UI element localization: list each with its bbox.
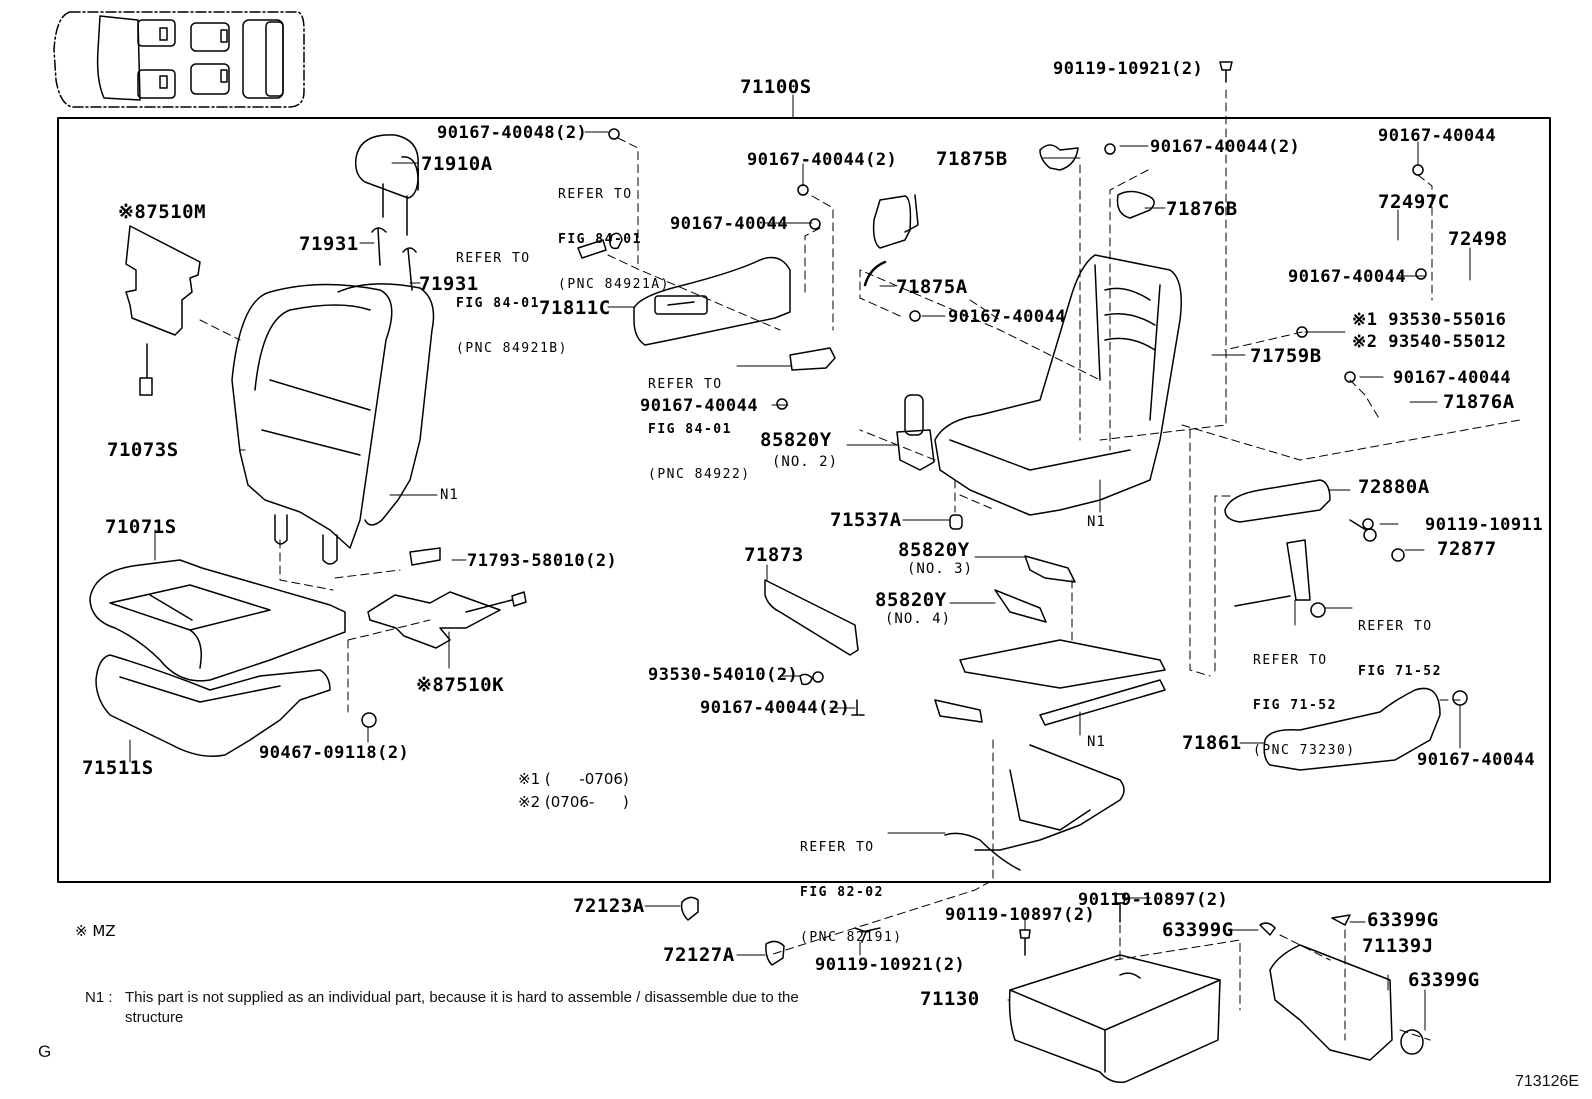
wire-harness-shape	[944, 744, 1125, 871]
part-label[interactable]: 63399G	[1162, 919, 1234, 941]
part-label[interactable]: 71071S	[105, 516, 177, 538]
seat-frame-shape	[934, 254, 1182, 516]
part-label[interactable]: ※87510K	[416, 674, 505, 696]
figure-reference[interactable]: REFER TO FIG 84-01 (PNC 84921B)	[456, 251, 568, 356]
clip-shape	[409, 547, 441, 566]
part-label[interactable]: 90167-40044(2)	[1150, 137, 1301, 157]
assembly-frame	[57, 117, 1551, 883]
part-label[interactable]: 90167-40044(2)	[700, 698, 851, 718]
part-label[interactable]: 72497C	[1378, 191, 1450, 213]
part-label[interactable]: 72498	[1448, 228, 1508, 250]
part-label[interactable]: 72877	[1437, 538, 1497, 560]
armrest-lower-shape	[1263, 687, 1441, 771]
motor-no3-shape	[1024, 555, 1076, 583]
leader-lines	[129, 131, 1471, 1031]
switch-shape	[872, 195, 912, 249]
part-label[interactable]: 71139J	[1362, 935, 1434, 957]
motor-no4-shape	[994, 589, 1047, 623]
part-label[interactable]: 71759B	[1250, 345, 1322, 367]
part-label[interactable]: 90119-10911	[1425, 515, 1544, 535]
vehicle-locator-icon	[53, 11, 305, 108]
part-label[interactable]: 71875B	[936, 148, 1008, 170]
lower-cover-shape	[764, 579, 859, 656]
part-label[interactable]: 71861	[1182, 732, 1242, 754]
figure-reference[interactable]: REFER TO FIG 84-01 (PNC 84921A)	[558, 187, 670, 292]
part-label[interactable]: 71793-58010(2)	[467, 551, 618, 571]
part-label[interactable]: 72123A	[573, 895, 645, 917]
armrest-upper-shape	[1224, 479, 1331, 523]
part-label[interactable]: 71537A	[830, 509, 902, 531]
assembly-part-number: 71100S	[740, 76, 812, 98]
side-shield-shape	[633, 256, 791, 346]
figure-reference[interactable]: REFER TO FIG 82-02 (PNC 82191)	[800, 840, 903, 945]
part-qualifier: (NO. 4)	[885, 611, 952, 627]
seat-cushion-shape	[89, 559, 346, 682]
part-label[interactable]: 90167-40044	[1288, 267, 1407, 287]
part-label[interactable]: 90119-10921(2)	[1053, 59, 1204, 79]
heater-mat-shape	[125, 225, 201, 336]
figure-reference[interactable]: REFER TO FIG 71-52	[1358, 619, 1442, 679]
part-qualifier: (NO. 3)	[907, 561, 974, 577]
part-label[interactable]: ※87510M	[118, 201, 207, 223]
part-label[interactable]: 71811C	[539, 297, 611, 319]
part-label[interactable]: ※2 93540-55012	[1352, 332, 1507, 352]
footnote-text: This part is not supplied as an individu…	[125, 989, 799, 1026]
part-label[interactable]: 90467-09118(2)	[259, 743, 410, 763]
tray-cover-shape	[1269, 944, 1393, 1061]
bolt-icons	[608, 61, 1427, 956]
part-label[interactable]: 90119-10921(2)	[815, 955, 966, 975]
part-label[interactable]: 90167-40044	[948, 307, 1067, 327]
part-label[interactable]: ※1 93530-55016	[1352, 310, 1507, 330]
part-label[interactable]: 71130	[920, 988, 980, 1010]
part-label[interactable]: 63399G	[1367, 909, 1439, 931]
part-label[interactable]: 72880A	[1358, 476, 1430, 498]
part-label[interactable]: 85820Y	[898, 539, 970, 561]
part-label[interactable]: 71873	[744, 544, 804, 566]
period-note-2: ※2 (0706- )	[518, 793, 629, 811]
figure-code: 713126E	[1515, 1073, 1580, 1090]
legend-mark: ※ MZ	[75, 922, 116, 940]
footnote-marker: N1 :	[85, 989, 113, 1006]
part-label[interactable]: 63399G	[1408, 969, 1480, 991]
part-label[interactable]: 71931	[419, 273, 479, 295]
part-label[interactable]: 90167-40044	[1393, 368, 1512, 388]
part-label[interactable]: 85820Y	[760, 429, 832, 451]
corner-letter: G	[38, 1042, 52, 1061]
seat-pad-shape	[95, 654, 331, 757]
n1-marker: N1	[1087, 514, 1106, 530]
part-label[interactable]: 85820Y	[875, 589, 947, 611]
part-label[interactable]: 71876A	[1443, 391, 1515, 413]
n1-marker: N1	[1087, 734, 1106, 750]
motor-no2-shape	[896, 394, 935, 471]
seat-back-shape	[231, 283, 435, 565]
part-label[interactable]: 93530-54010(2)	[648, 665, 799, 685]
figure-reference[interactable]: REFER TO FIG 84-01 (PNC 84922)	[648, 377, 751, 482]
part-label[interactable]: 71910A	[421, 153, 493, 175]
slide-rail-shape	[934, 639, 1166, 726]
part-label[interactable]: 90167-40044	[640, 396, 759, 416]
part-label[interactable]: 90167-40044	[1417, 750, 1536, 770]
part-label[interactable]: 90167-40048(2)	[437, 123, 588, 143]
period-note-1: ※1 ( -0706)	[518, 770, 629, 788]
n1-marker: N1	[440, 487, 459, 503]
explosion-lines	[199, 89, 1521, 1041]
part-label[interactable]: 71875A	[896, 276, 968, 298]
part-label[interactable]: 90119-10897(2)	[1078, 890, 1229, 910]
part-label[interactable]: 90167-40044	[670, 214, 789, 234]
figure-reference[interactable]: REFER TO FIG 71-52 (PNC 73230)	[1253, 653, 1356, 758]
heater-mat-k-shape	[367, 591, 501, 649]
part-label[interactable]: 71511S	[82, 757, 154, 779]
part-label[interactable]: 90167-40044(2)	[747, 150, 898, 170]
part-label[interactable]: 72127A	[663, 944, 735, 966]
part-label[interactable]: 71931	[299, 233, 359, 255]
under-tray-shape	[1008, 954, 1221, 1084]
part-qualifier: (NO. 2)	[772, 454, 839, 470]
headrest-shape	[354, 134, 420, 236]
part-label[interactable]: 71073S	[107, 439, 179, 461]
part-label[interactable]: 90167-40044	[1378, 126, 1497, 146]
part-label[interactable]: 71876B	[1166, 198, 1238, 220]
part-label[interactable]: 90119-10897(2)	[945, 905, 1096, 925]
